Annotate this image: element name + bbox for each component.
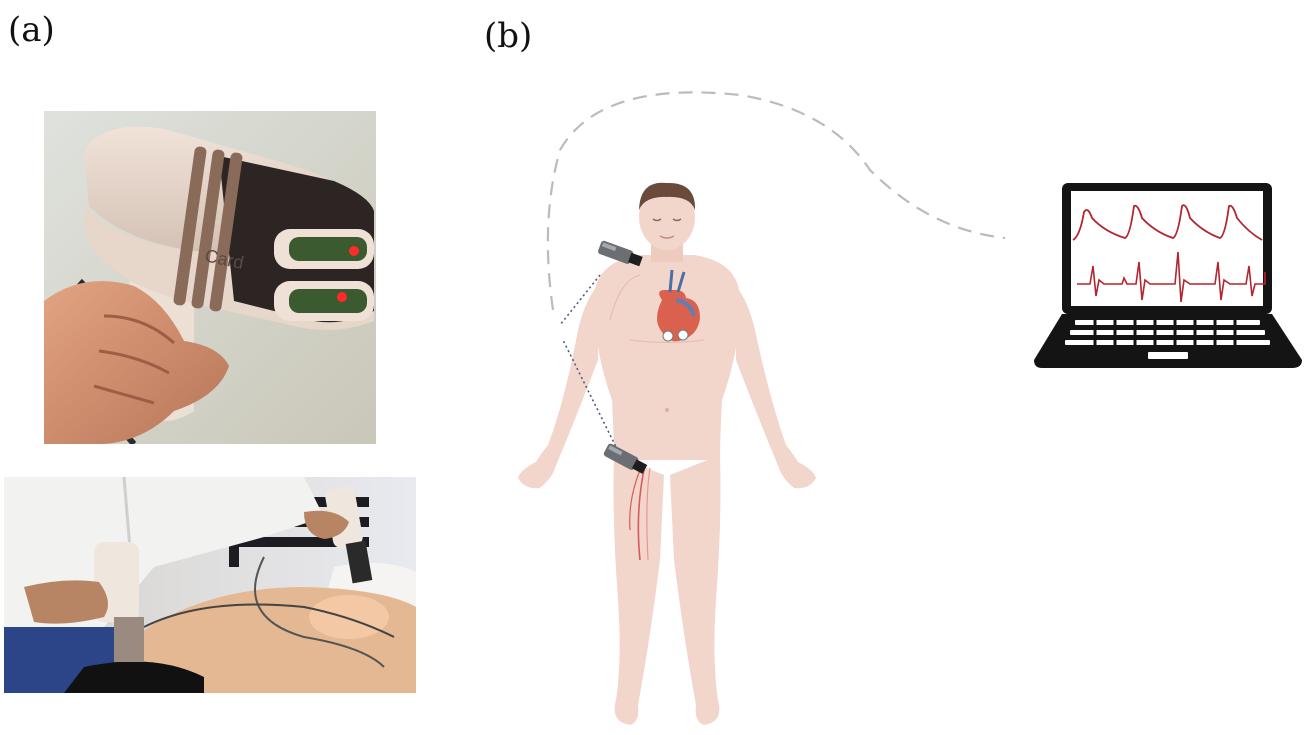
procedure-photo: [4, 477, 416, 693]
device-photo: Card: [44, 111, 376, 444]
panel-label-b: (b): [484, 16, 532, 56]
human-body-icon: [518, 183, 816, 725]
schematic-diagram: [430, 60, 1306, 735]
laptop-icon: [1034, 183, 1302, 368]
panel-label-a: (a): [8, 10, 55, 50]
